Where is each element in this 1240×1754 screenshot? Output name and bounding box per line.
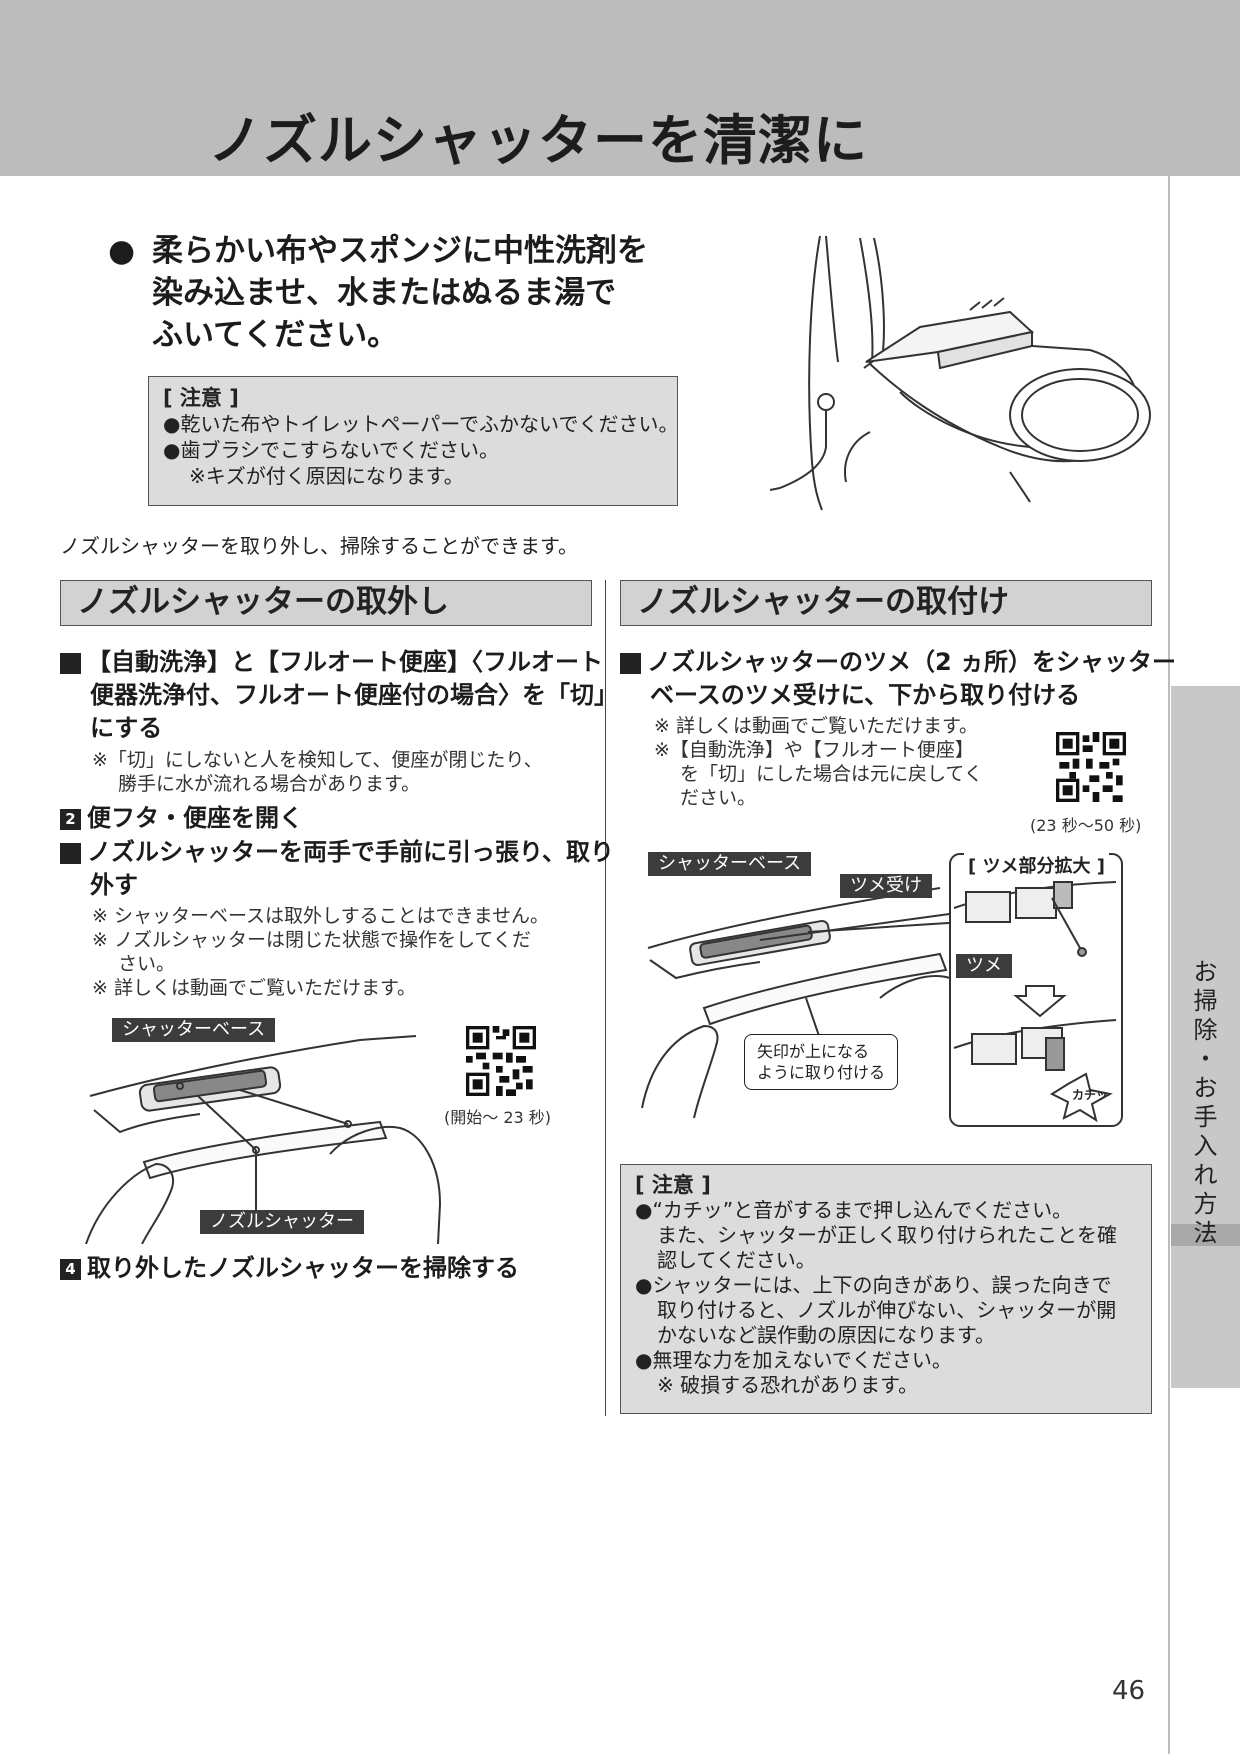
removal-step-1: 1 【自動洗浄】と【フルオート便座】〈フルオート便器洗浄付、フルオート便座付の場合… [50, 646, 624, 745]
step-text: 取り外したノズルシャッターを掃除する [87, 1254, 519, 1282]
caution-line: ●歯ブラシでこすらないでください。 [163, 438, 500, 462]
step-number: 1 [50, 653, 81, 674]
label-zoom: [ ツメ部分拡大 ] [964, 852, 1109, 878]
step-number: 4 [60, 1259, 81, 1280]
side-tab-char: 掃 [1193, 987, 1218, 1015]
step-text: 【自動洗浄】と【フルオート便座】〈フルオート便器洗浄付、フルオート便座付の場合〉… [87, 648, 618, 742]
note-line: ださい。 [680, 787, 757, 809]
side-tab-char: 入 [1193, 1132, 1218, 1160]
caution-cont: 認してください。 [657, 1248, 816, 1272]
caution-bullet: ●シャッターには、上下の向きがあり、誤った向きで [635, 1273, 1112, 1297]
label-nozzle-shutter: ノズルシャッター [200, 1210, 364, 1234]
lead-bullet: ● [108, 233, 136, 269]
install-step-1-notes: ※ 詳しくは動画でご覧いただけます。 ※【自動洗浄】や【フルオート便座】 を「切… [654, 714, 983, 810]
lead-line: 染み込ませ、水またはぬるま湯で [152, 275, 617, 311]
page-number: 46 [1112, 1676, 1146, 1706]
lead-instruction: ● 柔らかい布やスポンジに中性洗剤を 染み込ませ、水またはぬるま湯で ふいてくだ… [108, 230, 708, 356]
note-line: ※ ノズルシャッターは閉じた状態で操作をしてくだ [92, 929, 531, 951]
note-line: ※ シャッターベースは取外しすることはできません。 [92, 905, 550, 927]
callout-line: 矢印が上になる [757, 1042, 870, 1061]
lead-line: 柔らかい布やスポンジに中性洗剤を [152, 233, 648, 269]
removal-illustration [85, 1035, 442, 1244]
removal-step-3-notes: ※ シャッターベースは取外しすることはできません。 ※ ノズルシャッターは閉じた… [92, 904, 549, 1000]
callout-line: ように取り付ける [757, 1063, 886, 1082]
click-sound-label: カチッ [1072, 1088, 1109, 1102]
caution-line: ●乾いた布やトイレットペーパーでふかないでください。 [163, 412, 679, 436]
side-tab-char: 除 [1193, 1016, 1218, 1044]
caution-sub: ※キズが付く原因になります。 [189, 464, 464, 488]
step-text: ノズルシャッターを両手で手前に引っ張り、取り外す [87, 838, 615, 899]
removal-step-2: 2 便フタ・便座を開く [60, 802, 303, 835]
note-line: さい。 [118, 953, 176, 975]
removal-step-3: 3 ノズルシャッターを両手で手前に引っ張り、取り外す [50, 836, 624, 902]
caution-cont: 取り付けると、ノズルが伸びない、シャッターが開 [657, 1298, 1117, 1322]
side-tab-label: お 掃 除 ・ お 手 入 れ 方 法 [1171, 958, 1240, 1248]
removal-step-1-note: ※「切」にしないと人を検知して、便座が閉じたり、 勝手に水が流れる場合があります… [92, 748, 543, 796]
side-tab-char: お [1193, 1074, 1218, 1102]
note-line: を「切」にした場合は元に戻してく [680, 763, 983, 785]
side-tab-char: お [1193, 958, 1218, 986]
install-step-1: 1 ノズルシャッターのツメ（2 ヵ所）をシャッターベースのツメ受けに、下から取り付… [610, 646, 1184, 712]
label-claw-receiver: ツメ受け [840, 874, 932, 898]
qr-caption: (23 秒～50 秒) [1030, 816, 1142, 835]
note-line: ※【自動洗浄】や【フルオート便座】 [654, 739, 974, 761]
caution-title: [ 注意 ] [635, 1173, 711, 1197]
callout-arrow-up: 矢印が上になる ように取り付ける [744, 1034, 899, 1090]
qr-caption: (開始～ 23 秒) [444, 1108, 552, 1127]
section-heading-install: ノズルシャッターの取付け [620, 580, 1152, 626]
side-tab-char: ・ [1193, 1045, 1218, 1073]
side-tab-char: 手 [1193, 1103, 1218, 1131]
label-shutter-base: シャッターベース [112, 1018, 276, 1042]
label-shutter-base: シャッターベース [648, 852, 812, 876]
caution-box-bottom: [ 注意 ] ●“カチッ”と音がするまで押し込んでください。 また、シャッターが… [620, 1164, 1152, 1414]
step-number: 1 [610, 653, 641, 674]
lead-line: ふいてください。 [152, 317, 399, 353]
step-text: 便フタ・便座を開く [87, 804, 303, 832]
step-text: ノズルシャッターのツメ（2 ヵ所）をシャッターベースのツメ受けに、下から取り付け… [647, 648, 1177, 709]
caution-cont: ※ 破損する恐れがあります。 [657, 1373, 919, 1397]
caution-bullet: ●“カチッ”と音がするまで押し込んでください。 [635, 1198, 1073, 1222]
header-band [0, 0, 1240, 176]
install-illustration [641, 853, 1123, 1127]
column-divider [605, 580, 606, 1416]
right-divider [1168, 176, 1170, 1754]
toilet-illustration [770, 235, 1151, 511]
caution-cont: また、シャッターが正しく取り付けられたことを確 [657, 1223, 1117, 1247]
side-tab[interactable] [1171, 686, 1240, 1388]
removal-step-4: 4 取り外したノズルシャッターを掃除する [60, 1252, 519, 1285]
note-line: ※ 詳しくは動画でご覧いただけます。 [92, 977, 417, 999]
caution-box-top: [ 注意 ] ●乾いた布やトイレットペーパーでふかないでください。 ●歯ブラシで… [148, 376, 678, 506]
step-number: 2 [60, 809, 81, 830]
note-line: ※「切」にしないと人を検知して、便座が閉じたり、 [92, 749, 543, 771]
caution-cont: かないなど誤作動の原因になります。 [657, 1323, 995, 1347]
side-tab-char: 方 [1193, 1190, 1218, 1218]
caution-title: [ 注意 ] [163, 386, 239, 410]
side-tab-char: 法 [1193, 1219, 1218, 1247]
page-title: ノズルシャッターを清潔に [208, 109, 868, 172]
side-tab-char: れ [1193, 1161, 1218, 1189]
qr-code-icon[interactable] [1056, 732, 1126, 802]
note-line: ※ 詳しくは動画でご覧いただけます。 [654, 715, 979, 737]
step-number: 3 [50, 843, 81, 864]
qr-code-icon[interactable] [466, 1026, 536, 1096]
caution-bullet: ●無理な力を加えないでください。 [635, 1348, 952, 1372]
side-tab-strip [1171, 1224, 1240, 1246]
label-claw: ツメ [956, 954, 1012, 978]
section-heading-removal: ノズルシャッターの取外し [60, 580, 592, 626]
note-line: 勝手に水が流れる場合があります。 [118, 773, 421, 795]
intro-text: ノズルシャッターを取り外し、掃除することができます。 [60, 534, 578, 558]
